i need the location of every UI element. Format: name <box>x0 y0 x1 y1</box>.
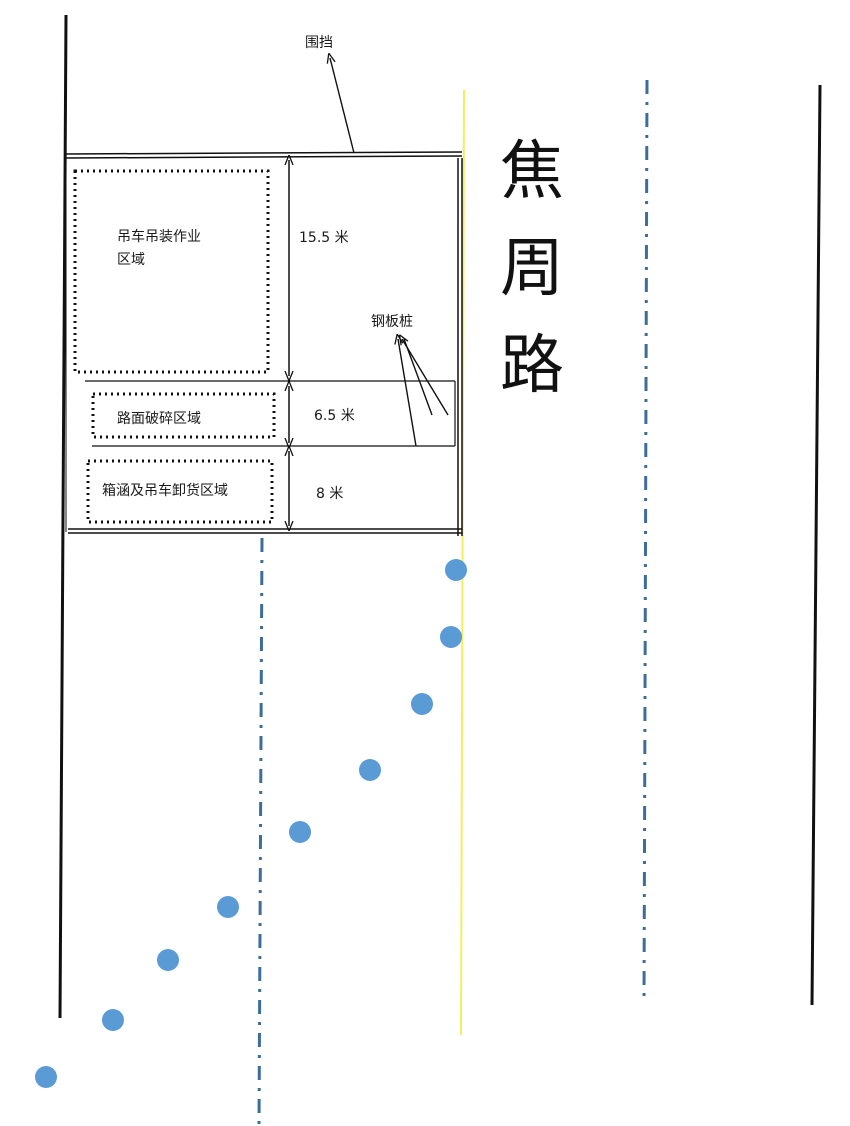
cone-marker <box>102 1009 124 1031</box>
crane-operation-zone <box>73 169 270 374</box>
cone-marker <box>411 693 433 715</box>
cone-marker <box>359 759 381 781</box>
lane-centerline-left <box>257 537 264 1126</box>
cone-marker <box>35 1066 57 1088</box>
crane-zone-label-line1: 吊车吊装作业 <box>117 228 201 245</box>
cone-marker <box>445 559 467 581</box>
road-left-boundary <box>58 14 68 1019</box>
pavement-breaking-zone <box>91 392 276 439</box>
crane-zone-label-line2: 区域 <box>117 252 145 268</box>
road-name-char-3: 路 <box>500 329 564 403</box>
lane-centerline-right <box>642 79 649 1004</box>
fence-top-line-inner <box>65 155 463 159</box>
road-right-boundary <box>810 84 822 1006</box>
steel-pile-arrow-1 <box>398 339 417 447</box>
pavement-zone-label: 路面破碎区域 <box>117 411 201 427</box>
steel-pile-arrow-2 <box>402 339 449 416</box>
culvert-zone-label: 箱涵及吊车卸货区域 <box>102 482 228 499</box>
dim-label-mid: 6.5 米 <box>314 408 355 424</box>
dim-label-bottom: 8 米 <box>316 486 343 502</box>
cone-marker <box>157 949 179 971</box>
fence-top-line <box>65 151 463 155</box>
traffic-cone-markers <box>35 559 467 1088</box>
road-name-char-2: 周 <box>500 232 564 306</box>
fence-callout-arrow <box>330 58 355 154</box>
fence-label: 围挡 <box>305 35 333 51</box>
cone-marker <box>440 626 462 648</box>
steel-pile-label: 钢板桩 <box>371 313 413 330</box>
dim-label-top: 15.5 米 <box>299 230 349 246</box>
culvert-unloading-zone <box>86 459 274 524</box>
cone-marker <box>289 821 311 843</box>
road-name-char-1: 焦 <box>500 135 564 209</box>
steel-pile-arrow-3 <box>403 338 433 416</box>
cone-marker <box>217 896 239 918</box>
